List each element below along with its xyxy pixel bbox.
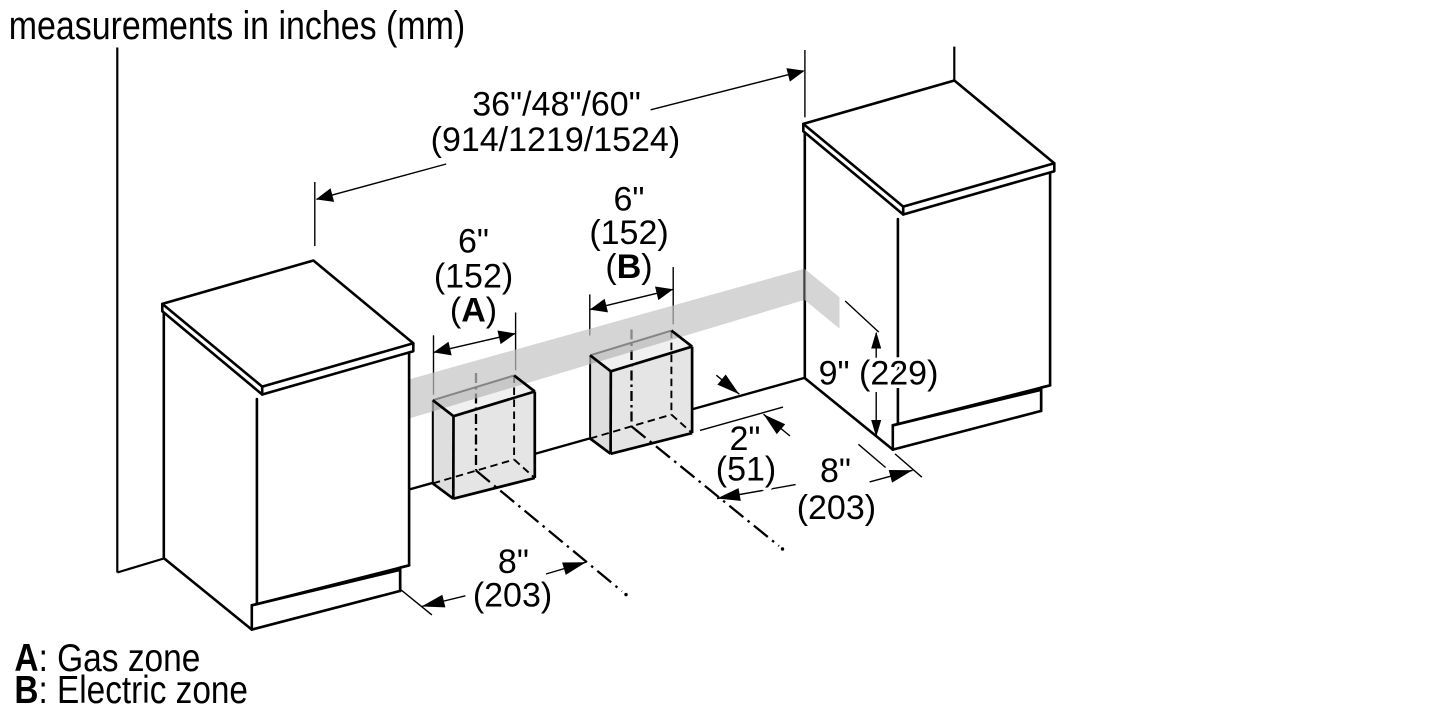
svg-text:(914/1219/1524): (914/1219/1524) (431, 121, 681, 159)
svg-text:B: Electric zone: B: Electric zone (14, 669, 248, 712)
svg-text:(152): (152) (434, 257, 513, 295)
svg-text:(203): (203) (473, 576, 552, 614)
svg-text:36"/48"/60": 36"/48"/60" (472, 85, 641, 123)
svg-text:(A): (A) (450, 292, 497, 330)
svg-text:9" (229): 9" (229) (819, 355, 939, 393)
svg-text:(B): (B) (605, 248, 652, 286)
svg-text:(152): (152) (589, 214, 668, 252)
svg-text:(203): (203) (797, 489, 876, 527)
svg-text:8": 8" (820, 452, 851, 490)
svg-text:8": 8" (498, 543, 529, 581)
svg-text:6": 6" (458, 223, 489, 261)
svg-text:(51): (51) (716, 451, 776, 489)
svg-text:measurements in inches (mm): measurements in inches (mm) (9, 4, 466, 48)
